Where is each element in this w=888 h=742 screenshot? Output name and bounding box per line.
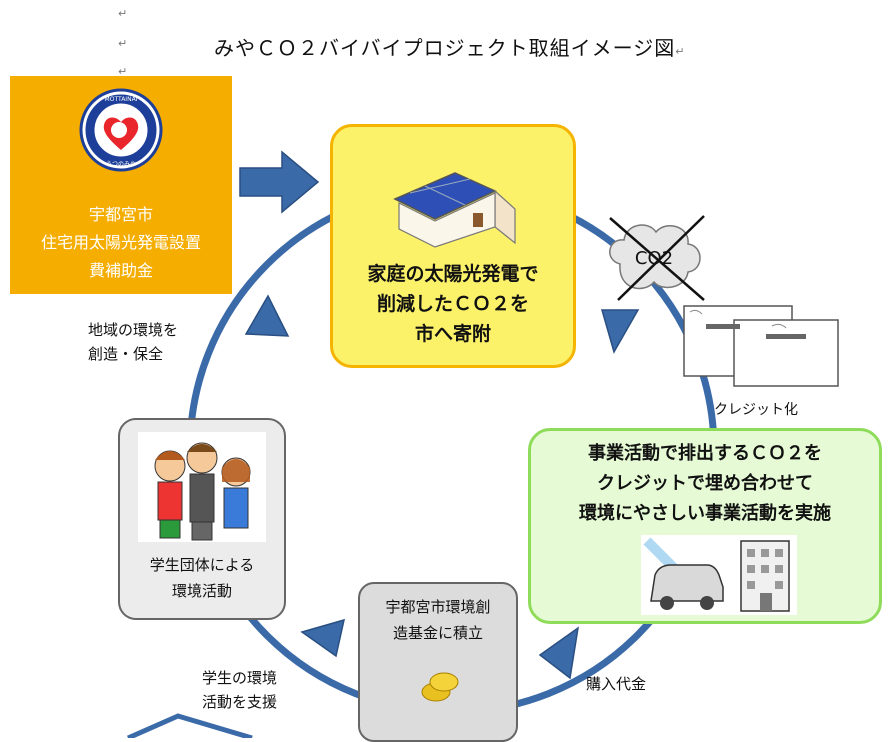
bottom-shape xyxy=(126,713,253,738)
student-text: 学生団体による 環境活動 xyxy=(149,556,255,600)
cycle-arrow-up xyxy=(244,294,290,337)
paragraph-mark: ↵ xyxy=(118,37,128,50)
svg-text:うつのみや: うつのみや xyxy=(106,160,136,168)
page-title: みやＣＯ２バイバイプロジェクト取組イメージ図↵ xyxy=(214,36,686,60)
subsidy-arrow xyxy=(239,150,320,214)
cycle-arrow-bottom xyxy=(538,626,580,680)
business-box: 事業活動で排出するＣＯ２を クレジットで埋め合わせて 環境にやさしい事業活動を実… xyxy=(528,428,882,624)
home-solar-box: 家庭の太陽光発電で 削減したＣＯ２を 市へ寄附 xyxy=(330,124,576,368)
coins-icon xyxy=(421,672,459,702)
purchase-label: 購入代金 xyxy=(586,675,647,693)
home-solar-text: 家庭の太陽光発電で 削減したＣＯ２を 市へ寄附 xyxy=(367,263,539,345)
business-text: 事業活動で排出するＣＯ２を クレジットで埋め合わせて 環境にやさしい事業活動を実… xyxy=(579,443,831,524)
people-icon xyxy=(138,432,266,542)
community-label: 地域の環境を 創造・保全 xyxy=(88,321,179,363)
car-building-icon xyxy=(641,535,797,615)
solar-house-icon xyxy=(393,172,516,248)
subsidy-box: MOTTAINAI うつのみや 宇都宮市 住宅用太陽光発電設置 費補助金 xyxy=(10,76,232,294)
fund-text: 宇都宮市環境創 造基金に積立 xyxy=(385,598,491,642)
cycle-arrow-left xyxy=(300,618,346,658)
credit-label: クレジット化 xyxy=(714,402,798,418)
co2-cloud: CO2 xyxy=(609,215,705,301)
cycle-arrow-right xyxy=(601,309,640,354)
fund-box: 宇都宮市環境創 造基金に積立 xyxy=(358,582,518,742)
paragraph-mark: ↵ xyxy=(118,65,128,78)
credit-certificate-icon xyxy=(683,305,839,387)
paragraph-mark: ↵ xyxy=(118,7,128,20)
support-label: 学生の環境 活動を支援 xyxy=(202,669,278,711)
subsidy-text: 宇都宮市 住宅用太陽光発電設置 費補助金 xyxy=(40,205,201,280)
svg-text:MOTTAINAI: MOTTAINAI xyxy=(105,96,138,103)
mottainai-logo: MOTTAINAI うつのみや xyxy=(79,88,163,172)
student-box: 学生団体による 環境活動 xyxy=(118,418,286,620)
